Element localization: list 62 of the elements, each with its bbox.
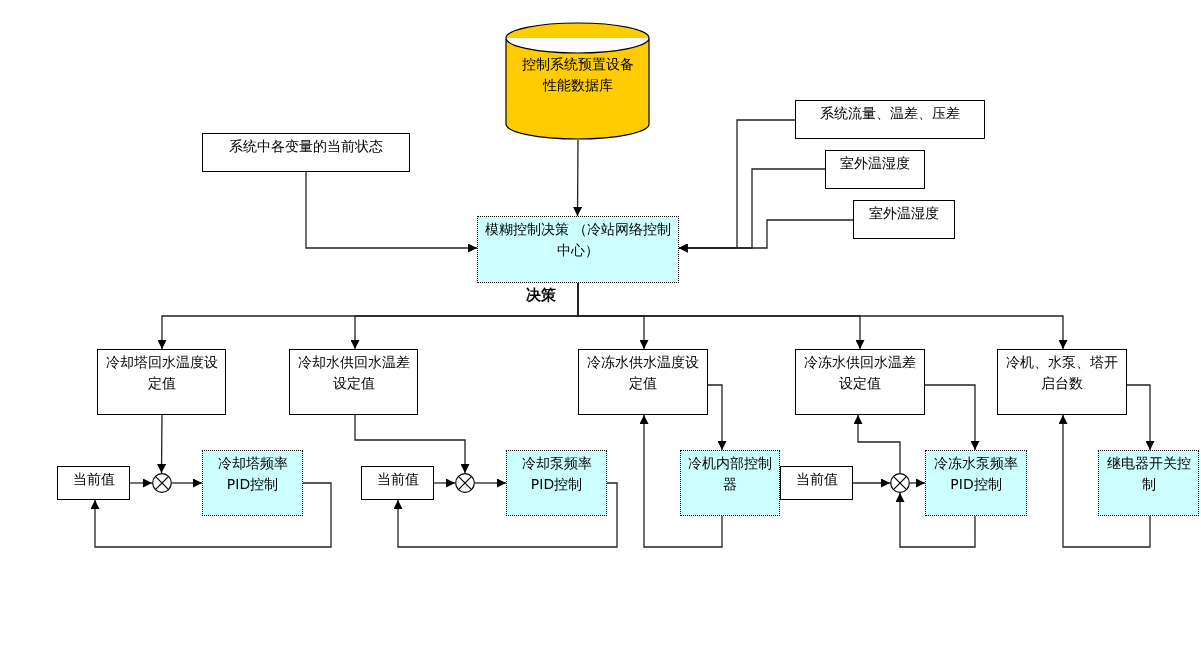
arrow xyxy=(171,478,203,488)
process-box xyxy=(853,200,955,239)
node-text: 室外温湿度 xyxy=(840,155,910,171)
node-text: 冷冻水供回水温差设定值 xyxy=(804,354,916,391)
process-box xyxy=(361,466,434,500)
database-cylinder xyxy=(505,22,650,140)
summing-junction xyxy=(152,473,172,493)
node-text: 冷冻水供水温度设定值 xyxy=(587,354,699,391)
control-box xyxy=(506,450,607,516)
process-box xyxy=(202,133,410,172)
arrow xyxy=(639,414,723,548)
arrow xyxy=(1126,384,1155,451)
node-text: 当前值 xyxy=(72,471,115,487)
control-box xyxy=(925,450,1027,516)
process-box xyxy=(795,349,925,415)
summing-junction xyxy=(890,473,910,493)
node-text: 冷机内部控制器 xyxy=(688,455,772,492)
process-box xyxy=(97,349,226,415)
process-box xyxy=(578,349,708,415)
node-text: 室外温湿度 xyxy=(869,205,939,221)
process-box xyxy=(997,349,1127,415)
node-text: 冷却塔回水温度设定值 xyxy=(105,354,218,391)
node-text: 模糊控制决策 （冷站网络控制中心） xyxy=(484,221,672,258)
node-text: 冷机、水泵、塔开启台数 xyxy=(1006,354,1118,391)
node-text: 系统流量、温差、压差 xyxy=(820,105,960,121)
process-box xyxy=(825,150,925,189)
decision-label: 决策 xyxy=(526,286,556,305)
arrow xyxy=(474,478,507,488)
node-text: 冷却水供回水温差设定值 xyxy=(297,354,410,391)
node-text: 冷冻水泵频率PID控制 xyxy=(934,455,1018,492)
node-text: 冷却泵频率PID控制 xyxy=(521,455,592,492)
arrow xyxy=(90,482,332,548)
arrow xyxy=(393,482,618,548)
arrow xyxy=(895,492,976,548)
arrow xyxy=(129,478,153,488)
process-box xyxy=(289,349,418,415)
process-box xyxy=(795,100,985,139)
node-text: 系统中各变量的当前状态 xyxy=(229,138,383,154)
control-box xyxy=(1098,450,1199,516)
arrow xyxy=(1058,414,1151,548)
node-text: 冷却塔频率PID控制 xyxy=(217,455,288,492)
node-text: 继电器开关控制 xyxy=(1106,455,1191,492)
arrow xyxy=(157,414,167,474)
arrow xyxy=(924,384,980,451)
arrow xyxy=(852,478,891,488)
arrow xyxy=(573,139,583,217)
arrow xyxy=(678,219,854,253)
arrow xyxy=(909,478,926,488)
arrow xyxy=(707,384,727,451)
process-box xyxy=(57,466,130,500)
node-text: 控制系统预置设备性能数据库 xyxy=(521,56,634,93)
arrow xyxy=(853,414,901,474)
arrow xyxy=(305,171,478,253)
summing-junction xyxy=(455,473,475,493)
arrow xyxy=(433,478,456,488)
node-text: 当前值 xyxy=(376,471,419,487)
control-box xyxy=(202,450,303,516)
arrow xyxy=(354,414,470,474)
control-box xyxy=(680,450,780,516)
process-box xyxy=(780,466,853,500)
control-box xyxy=(477,216,679,283)
node-text: 当前值 xyxy=(795,471,838,487)
